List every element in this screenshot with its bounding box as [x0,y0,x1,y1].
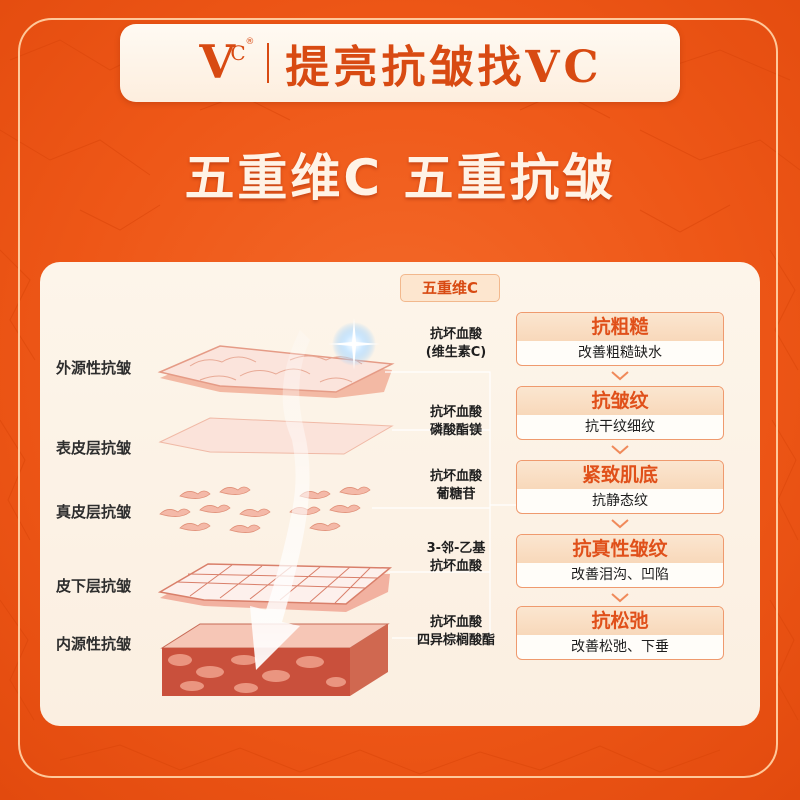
ingredient-2: 抗坏血酸 磷酸酯镁 [404,404,508,440]
chevron-down-icon [611,371,629,381]
connector-lines [372,371,516,639]
main-title: 五重维C 五重抗皱 [184,149,616,207]
penetration-arrow-icon [250,330,310,670]
layer-3-fibers [159,486,371,533]
ingredient-3-line1: 抗坏血酸 [429,469,482,484]
decorative-frame [18,18,778,778]
chevron-down-icon [611,519,629,529]
ingredient-1-line2: (维生素C) [425,345,487,360]
benefit-2-title: 抗皱纹 [517,387,723,415]
ingredient-1: 抗坏血酸 (维生素C) [404,326,508,362]
benefit-1-title: 抗粗糙 [517,313,723,341]
benefit-3-desc: 抗静态纹 [592,493,648,509]
header-title: 提亮抗皱找VC [285,42,603,93]
vc-logo: V C ® [197,33,257,93]
layer-label-epidermis: 表皮层抗皱 [56,439,132,457]
benefit-card-3: 紧致肌底 抗静态纹 [516,460,724,514]
logo-letter-v: V [199,35,236,89]
brand-header: V C ® 提亮抗皱找VC [120,24,680,102]
vc-label: 五重维C [400,274,500,302]
benefit-card-4: 抗真性皱纹 改善泪沟、凹陷 [516,534,724,588]
layer-1-slab [157,345,395,398]
ingredient-5-line1: 抗坏血酸 [429,615,482,630]
benefit-1-desc: 改善粗糙缺水 [578,345,662,361]
benefit-card-5: 抗松弛 改善松弛、下垂 [516,606,724,660]
logo-letter-c: C [230,41,246,65]
ingredient-5: 抗坏血酸 四异棕榈酸酯 [404,614,508,650]
ingredient-5-line2: 四异棕榈酸酯 [416,633,495,648]
ingredient-2-line2: 磷酸酯镁 [429,423,482,438]
layer-label-internal: 内源性抗皱 [56,635,132,653]
layer-2-sheet [158,417,394,455]
sparkle-icon [328,318,380,370]
ingredient-4-line2: 抗坏血酸 [429,559,482,574]
benefit-card-2: 抗皱纹 抗干纹细纹 [516,386,724,440]
layer-label-dermis: 真皮层抗皱 [56,503,132,521]
benefit-4-desc: 改善泪沟、凹陷 [571,567,669,583]
registered-mark: ® [245,37,255,47]
benefit-3-title: 紧致肌底 [517,461,723,489]
ingredient-4-line1: 3-邻-乙基 [426,541,486,556]
header-divider [267,43,270,83]
benefit-2-desc: 抗干纹细纹 [585,419,655,435]
layer-label-external: 外源性抗皱 [56,359,132,377]
ingredient-4: 3-邻-乙基 抗坏血酸 [404,540,508,576]
ingredient-3: 抗坏血酸 葡糖苷 [404,468,508,504]
ingredient-1-line1: 抗坏血酸 [429,327,482,342]
chevron-down-icon [611,445,629,455]
benefit-5-desc: 改善松弛、下垂 [571,639,669,655]
ingredient-2-line1: 抗坏血酸 [429,405,482,420]
benefit-4-title: 抗真性皱纹 [517,535,723,563]
layer-label-subcutaneous: 皮下层抗皱 [56,577,132,595]
chevron-down-icon [611,593,629,603]
benefit-5-title: 抗松弛 [517,607,723,635]
ingredient-3-line2: 葡糖苷 [436,487,476,502]
benefit-card-1: 抗粗糙 改善粗糙缺水 [516,312,724,366]
